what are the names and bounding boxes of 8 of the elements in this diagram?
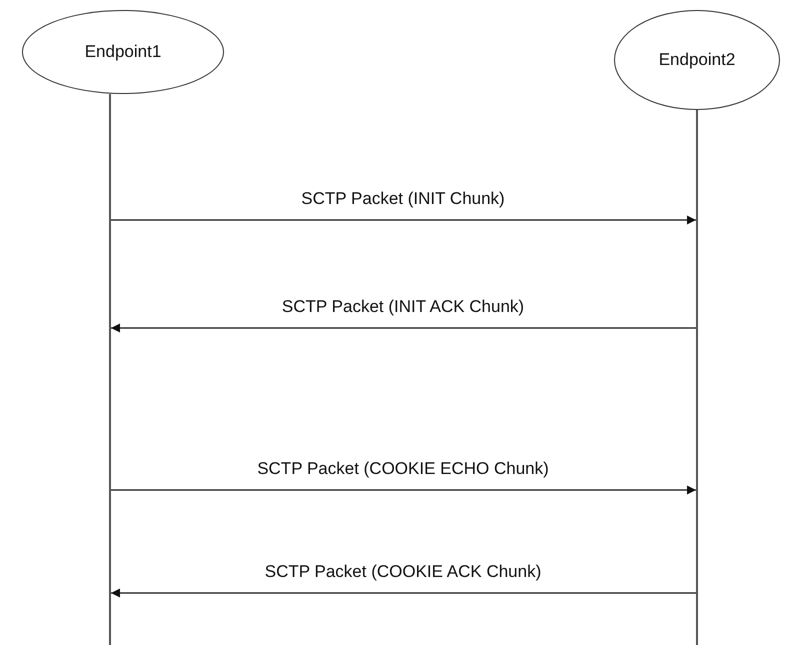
arrow — [111, 216, 696, 224]
arrow — [111, 324, 696, 332]
lifeline — [109, 94, 111, 645]
lifeline — [696, 110, 698, 645]
arrow — [111, 486, 696, 494]
arrow — [111, 588, 696, 598]
node-label: Endpoint1 — [84, 41, 162, 64]
node-label: Endpoint2 — [658, 49, 736, 72]
